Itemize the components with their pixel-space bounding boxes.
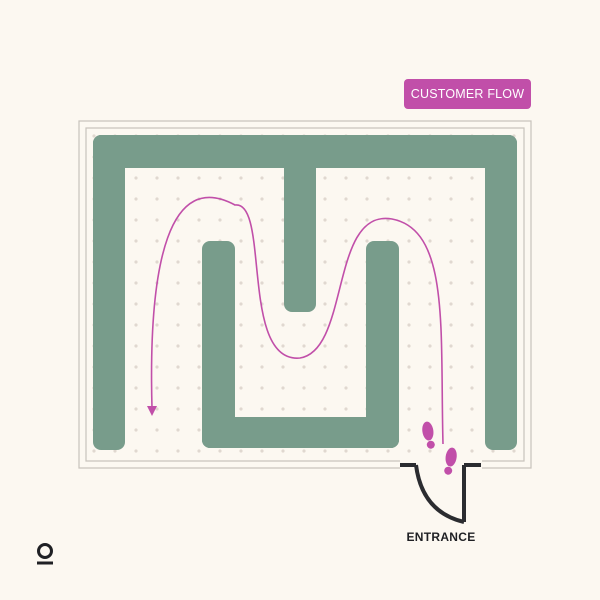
brand-logo-icon <box>37 543 53 565</box>
entrance-label: ENTRANCE <box>406 530 476 544</box>
door-swing-icon <box>400 463 481 524</box>
shelving <box>93 135 517 450</box>
shelf-u-bottom <box>202 417 399 448</box>
store-walls <box>78 120 532 469</box>
customer-flow-tag: CUSTOMER FLOW <box>404 79 531 109</box>
shelf-top <box>93 135 517 168</box>
arrowhead-icon <box>147 406 157 416</box>
shelf-right <box>485 135 517 450</box>
shelf-left <box>93 135 125 450</box>
customer-flow-path <box>150 196 444 445</box>
shelf-u-right <box>366 241 399 448</box>
shelf-u-left <box>202 241 235 448</box>
footprints-icon <box>422 421 457 475</box>
shelf-center <box>284 160 316 312</box>
